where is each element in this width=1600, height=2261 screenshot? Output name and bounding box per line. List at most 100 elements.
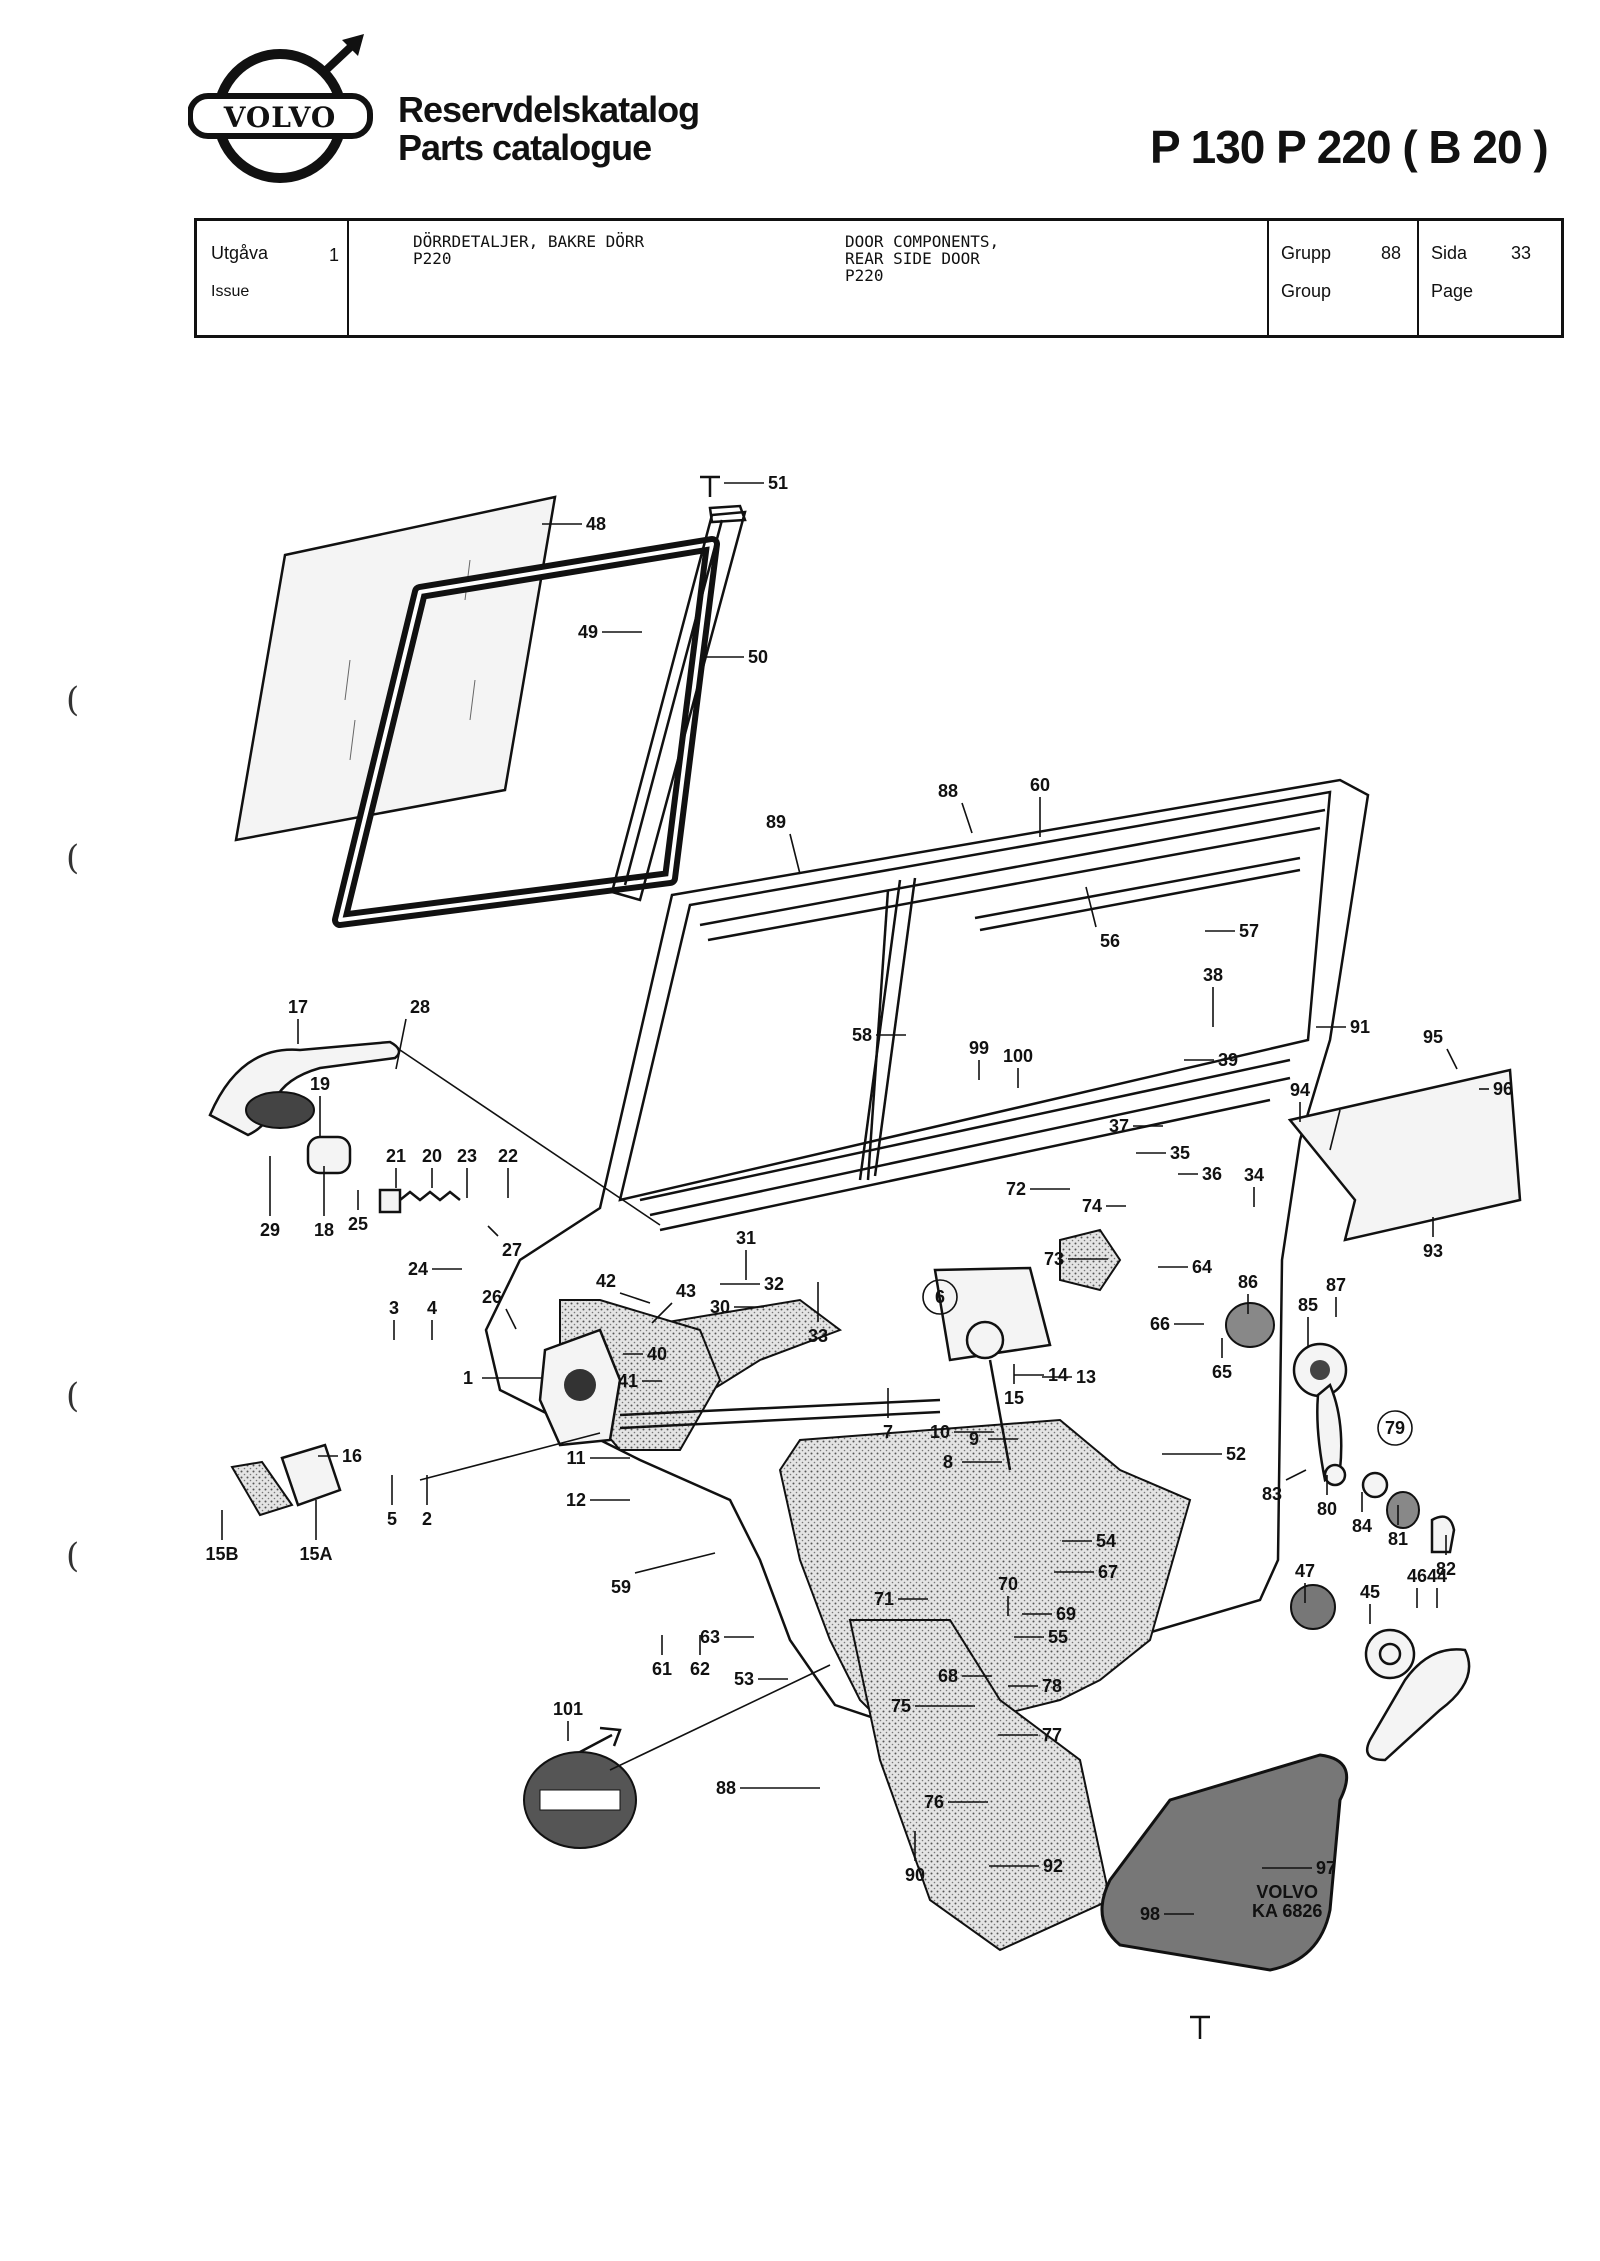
issue-label-en: Issue [211, 283, 250, 300]
issue-value: 1 [329, 245, 340, 265]
part-callout: 79 [1385, 1418, 1405, 1438]
part-callout: 90 [905, 1865, 925, 1885]
part-callout: 20 [422, 1146, 442, 1166]
part-callout: 91 [1350, 1017, 1370, 1037]
margin-mark: ( [66, 838, 80, 878]
callout-leader [634, 1552, 716, 1574]
part-callout: 44 [1427, 1566, 1447, 1586]
part-callout: 10 [930, 1422, 950, 1442]
callout-leader [395, 1018, 407, 1070]
part-callout: 48 [586, 514, 606, 534]
part-callout: 62 [690, 1659, 710, 1679]
part-callout: 74 [1082, 1196, 1102, 1216]
part-callout: 5 [387, 1509, 397, 1529]
part-callout: 58 [852, 1025, 872, 1045]
logo-wordmark: VOLVO [223, 101, 337, 134]
part-callout: 95 [1423, 1027, 1443, 1047]
part-callout: 86 [1238, 1272, 1258, 1292]
part-callout: 24 [408, 1259, 428, 1279]
part-callout: 100 [1003, 1046, 1033, 1066]
part-callout: 47 [1295, 1561, 1315, 1581]
margin-mark: ( [66, 1536, 80, 1576]
window-channel [610, 510, 747, 902]
part-callout: 60 [1030, 775, 1050, 795]
drawing-reference: VOLVO KA 6826 [1252, 1883, 1322, 1921]
part-callout: 49 [578, 622, 598, 642]
part-callout: 8 [943, 1452, 953, 1472]
part-callout: 7 [883, 1422, 893, 1442]
part-callout: 88 [938, 781, 958, 801]
part-callout: 18 [314, 1220, 334, 1240]
callout-circle [1377, 1410, 1413, 1446]
part-callout: 76 [924, 1792, 944, 1812]
part-callout: 99 [969, 1038, 989, 1058]
part-callout: 98 [1140, 1904, 1160, 1924]
part-callout: 67 [1098, 1562, 1118, 1582]
callout-leader [961, 802, 973, 834]
part-callout: 27 [502, 1240, 522, 1260]
part-callout: 31 [736, 1228, 756, 1248]
part-callout: 83 [1262, 1484, 1282, 1504]
part-callout: 68 [938, 1666, 958, 1686]
part-callout: 52 [1226, 1444, 1246, 1464]
part-callout: 84 [1352, 1516, 1372, 1536]
part-callout: 12 [566, 1490, 586, 1510]
part-callout: 75 [891, 1696, 911, 1716]
part-callout: 22 [498, 1146, 518, 1166]
part-callout: 82 [1436, 1559, 1456, 1579]
part-callout: 37 [1109, 1116, 1129, 1136]
page-label-sv: Sida [1431, 243, 1468, 263]
part-callout: 14 [1048, 1365, 1068, 1385]
catalog-info-table: Utgåva Issue 1 DÖRRDETALJER, BAKRE DÖRR … [194, 218, 1564, 338]
group-label-sv: Grupp [1281, 243, 1332, 263]
issue-label-sv: Utgåva [211, 243, 269, 263]
part-callout: 29 [260, 1220, 280, 1240]
callout-leader [487, 1225, 499, 1237]
group-value: 88 [1381, 243, 1402, 263]
part-callout: 55 [1048, 1627, 1068, 1647]
part-callout: 9 [969, 1429, 979, 1449]
catalog-title-en: Parts catalogue [398, 127, 652, 168]
part-callout: 3 [389, 1298, 399, 1318]
model-list: P 130 P 220 ( B 20 ) [1150, 121, 1549, 173]
part-callout: 41 [618, 1371, 638, 1391]
part-callout: 15A [299, 1544, 332, 1564]
part-callout: 80 [1317, 1499, 1337, 1519]
part-callout: 56 [1100, 931, 1120, 951]
page-label-en: Page [1431, 281, 1474, 301]
callout-leader [619, 1292, 651, 1304]
part-callout: 66 [1150, 1314, 1170, 1334]
part-callout: 87 [1326, 1275, 1346, 1295]
part-callout: 23 [457, 1146, 477, 1166]
part-callout: 70 [998, 1574, 1018, 1594]
page-value: 33 [1511, 243, 1532, 263]
part-callout: 50 [748, 647, 768, 667]
part-callout: 26 [482, 1287, 502, 1307]
part-callout: 42 [596, 1271, 616, 1291]
part-callout: 33 [808, 1326, 828, 1346]
part-callout: 16 [342, 1446, 362, 1466]
part-callout: 11 [566, 1448, 585, 1468]
part-callout: 34 [1244, 1165, 1264, 1185]
part-callout: 77 [1042, 1725, 1062, 1745]
part-callout: 92 [1043, 1856, 1063, 1876]
part-callout: 61 [652, 1659, 672, 1679]
part-callout: 85 [1298, 1295, 1318, 1315]
part-callout: 17 [288, 997, 308, 1017]
part-callout: 39 [1218, 1050, 1238, 1070]
part-callout: 97 [1316, 1858, 1336, 1878]
part-callout: 72 [1006, 1179, 1026, 1199]
part-callout: 13 [1076, 1367, 1096, 1387]
part-callout: 4 [427, 1298, 437, 1318]
callout-leader [789, 833, 801, 875]
part-callout: 2 [422, 1509, 432, 1529]
part-callout: 69 [1056, 1604, 1076, 1624]
part-callout: 38 [1203, 965, 1223, 985]
callout-leader [505, 1308, 517, 1330]
part-callout: 43 [676, 1281, 696, 1301]
description-en: DOOR COMPONENTS, REAR SIDE DOOR P220 [845, 232, 1000, 285]
part-callout: 88 [716, 1778, 736, 1798]
margin-mark: ( [66, 1376, 80, 1416]
part-callout: 64 [1192, 1257, 1212, 1277]
